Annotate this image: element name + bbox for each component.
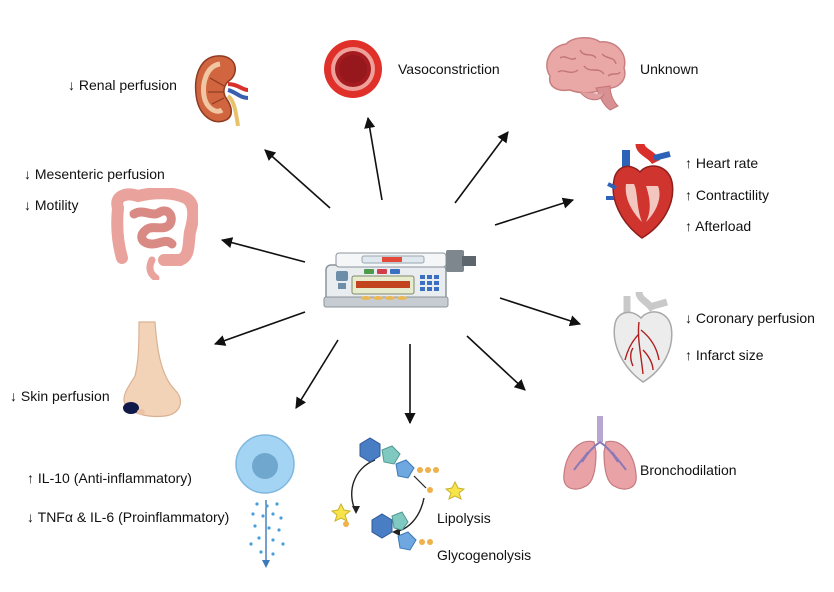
infarct-size-label: ↑ Infarct size xyxy=(685,347,764,363)
vasoconstriction-label: Vasoconstriction xyxy=(398,61,500,77)
arrow-renal xyxy=(264,149,331,209)
afterload-label: ↑ Afterload xyxy=(685,218,752,234)
bronchodilation-label: Bronchodilation xyxy=(640,462,737,478)
heart-rate-label: ↑ Heart rate xyxy=(685,155,759,171)
skin-perfusion-label: ↓ Skin perfusion xyxy=(10,388,110,404)
renal-perfusion-label: ↓ Renal perfusion xyxy=(68,77,177,93)
brain-icon xyxy=(546,37,626,111)
arrow-vaso xyxy=(364,116,383,201)
immune-cell-icon xyxy=(235,434,295,568)
foot-icon xyxy=(123,321,182,418)
coronary-heart-icon xyxy=(613,291,673,383)
metabolic-cycle-icon xyxy=(330,437,466,551)
mesenteric-perfusion-label: ↓ Mesenteric perfusion xyxy=(24,166,165,182)
heart-icon xyxy=(606,143,674,239)
arrow-gut xyxy=(220,237,306,263)
lungs-icon xyxy=(563,416,637,490)
arrow-coronary xyxy=(499,297,582,327)
intestine-icon xyxy=(111,188,198,280)
tnf-il6-label: ↓ TNFα & IL-6 (Proinflammatory) xyxy=(27,509,230,525)
il10-label: ↑ IL-10 (Anti-inflammatory) xyxy=(27,470,192,486)
glycogenolysis-label: Glycogenolysis xyxy=(437,547,532,563)
arrow-brain xyxy=(454,131,509,204)
kidney-icon xyxy=(194,55,249,127)
infusion-pump-icon xyxy=(323,250,476,308)
contractility-label: ↑ Contractility xyxy=(685,187,770,203)
lipolysis-label: Lipolysis xyxy=(437,510,491,526)
brain-unknown-label: Unknown xyxy=(640,61,699,77)
coronary-perfusion-label: ↓ Coronary perfusion xyxy=(685,310,815,326)
arrow-skin xyxy=(213,311,306,346)
blood-vessel-icon xyxy=(324,40,382,98)
motility-label: ↓ Motility xyxy=(24,197,79,213)
arrow-lung xyxy=(466,335,526,391)
arrow-heart xyxy=(494,197,575,226)
arrow-immune xyxy=(295,339,339,409)
